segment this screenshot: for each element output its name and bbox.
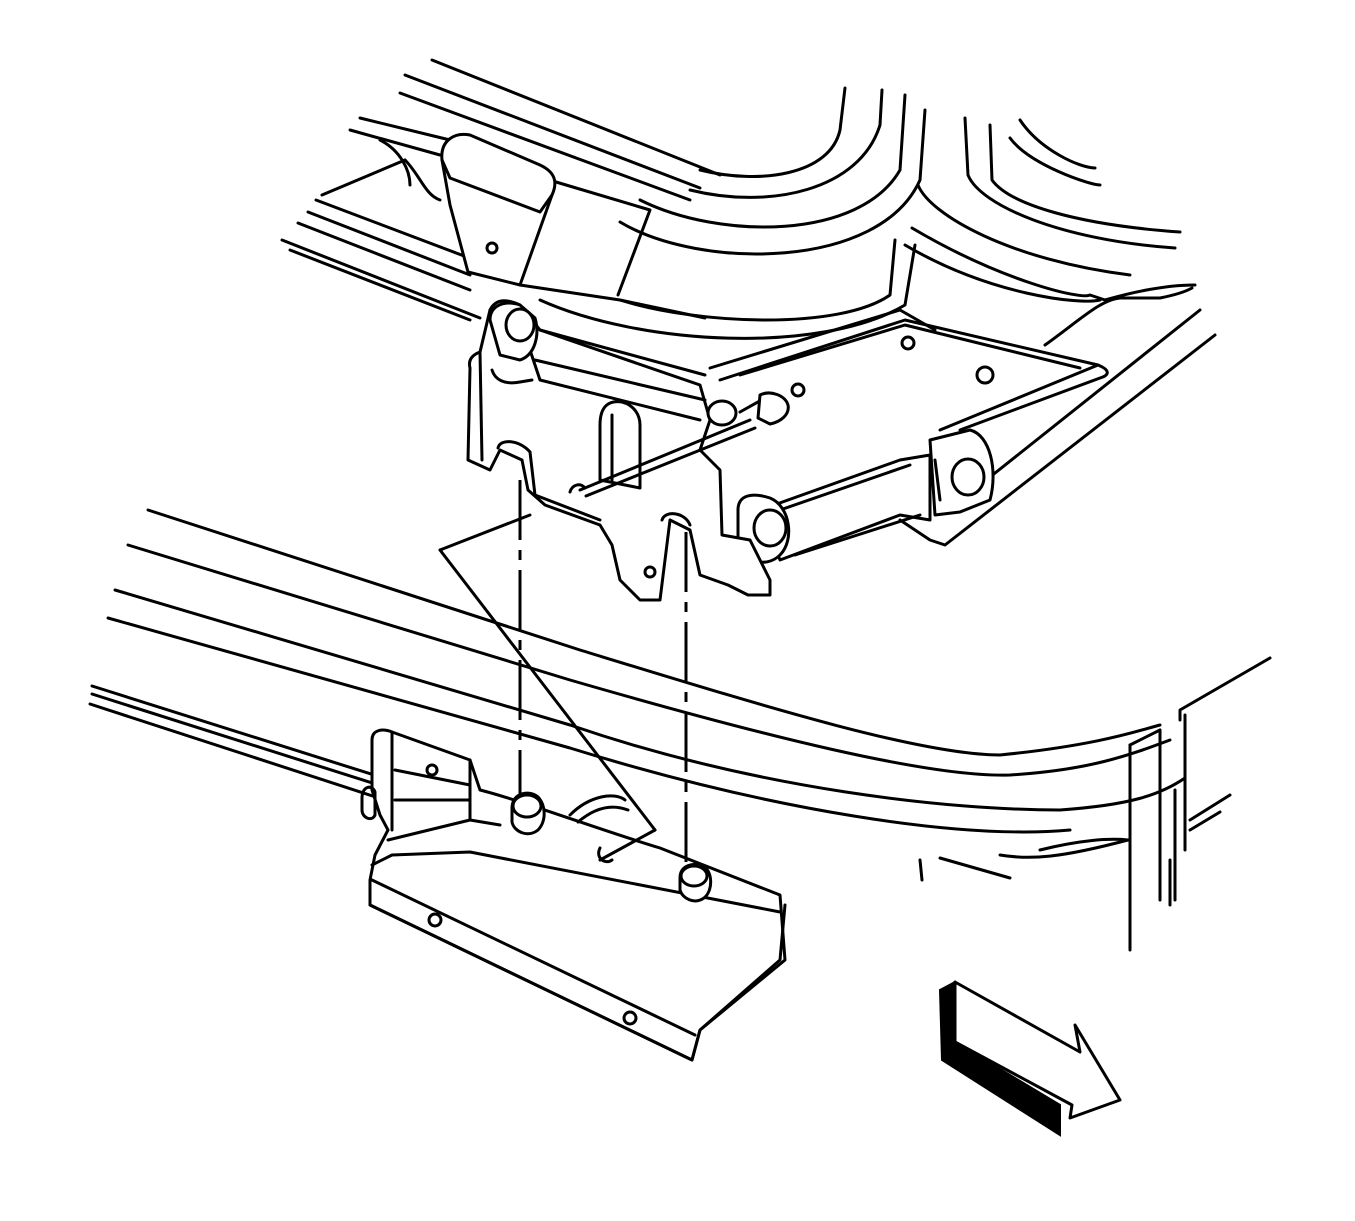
upper-body-floor bbox=[280, 58, 1217, 547]
lower-mount-plate bbox=[360, 728, 787, 1062]
locating-studs bbox=[510, 791, 713, 903]
mounting-bolt bbox=[568, 391, 790, 498]
mounting-bracket bbox=[466, 299, 772, 602]
upper-bushing bbox=[736, 428, 995, 564]
alignment-lines bbox=[438, 480, 688, 868]
front-direction-arrow bbox=[938, 980, 1122, 1137]
